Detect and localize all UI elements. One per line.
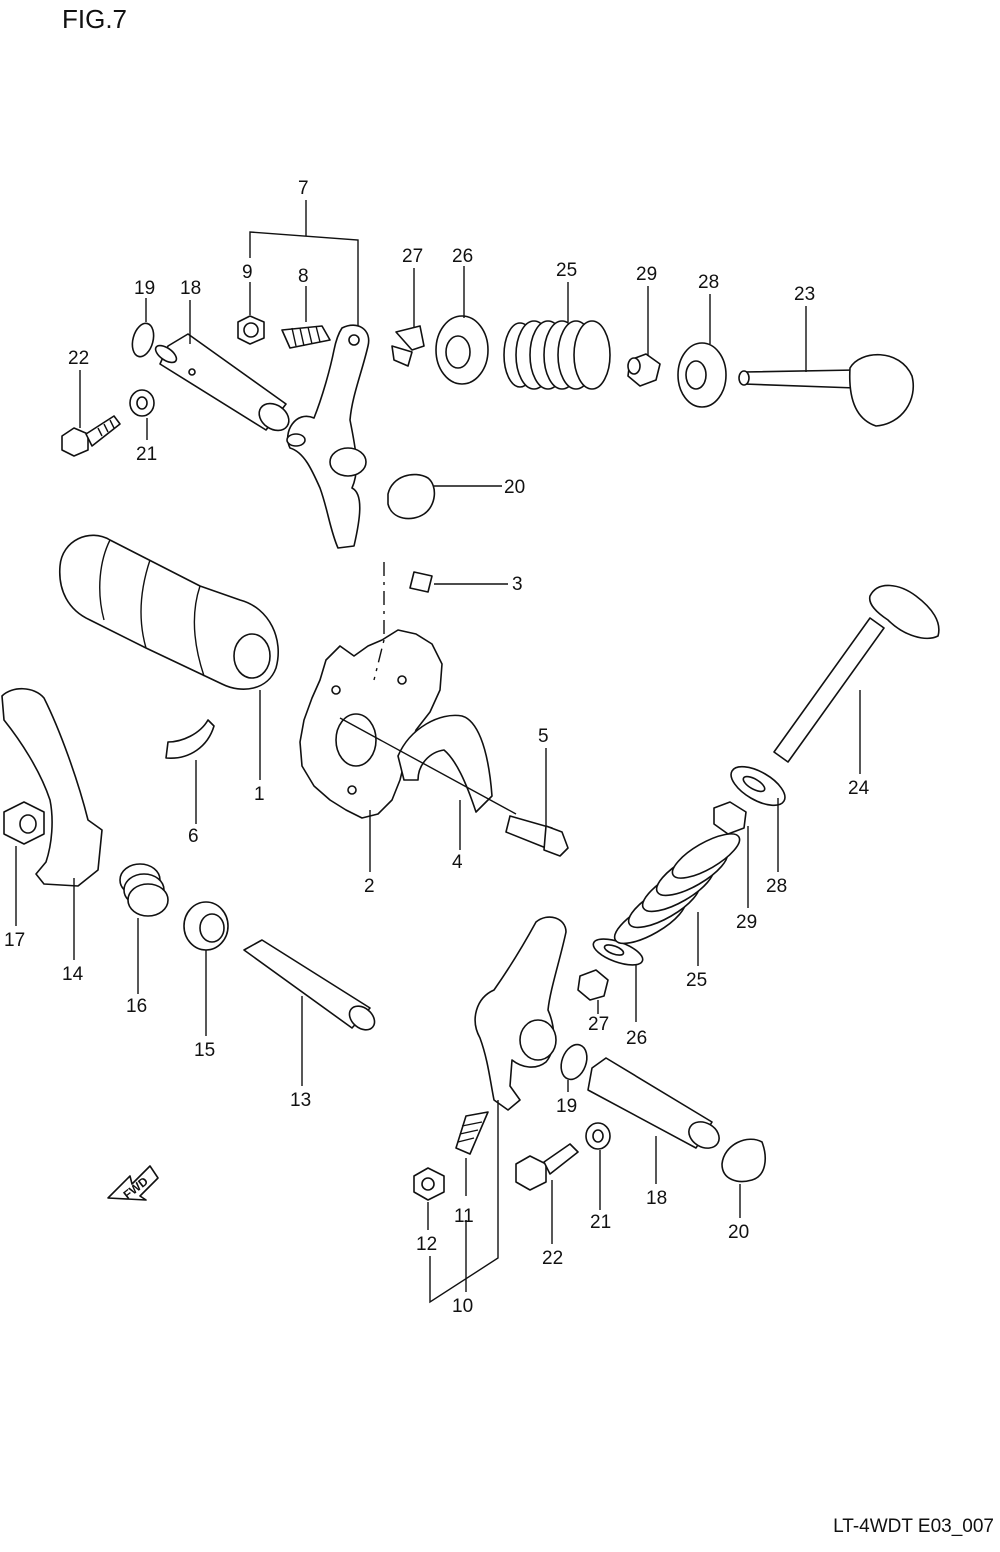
callout-25-top: 25 xyxy=(556,260,577,281)
callout-17: 17 xyxy=(4,930,25,951)
part-9-locknut xyxy=(237,315,265,345)
part-23-valve-upper xyxy=(738,353,915,427)
callout-13: 13 xyxy=(290,1090,311,1111)
part-19-o-ring-upper xyxy=(131,322,155,358)
part-21-washer-lower xyxy=(585,1122,611,1150)
callout-28-top: 28 xyxy=(698,272,719,293)
callout-28-bot: 28 xyxy=(766,876,787,897)
figure-title: FIG.7 xyxy=(62,4,128,34)
part-8-adjuster-screw xyxy=(281,325,331,349)
callout-10: 10 xyxy=(452,1296,473,1317)
part-16-spring xyxy=(119,863,169,917)
callout-22-bot: 22 xyxy=(542,1248,563,1269)
part-14-lever xyxy=(1,687,103,887)
part-29-stem-seal-upper xyxy=(627,353,661,387)
callout-bracket-7 xyxy=(249,200,359,340)
callout-11: 11 xyxy=(454,1206,474,1227)
callout-21-top: 21 xyxy=(136,444,157,465)
callout-6: 6 xyxy=(188,826,199,847)
part-19-o-ring-lower xyxy=(560,1043,588,1081)
part-20-gasket-upper xyxy=(387,473,436,520)
part-26-retainer-upper xyxy=(435,315,489,385)
callout-9: 9 xyxy=(242,262,253,283)
part-15-bearing xyxy=(183,901,229,951)
callout-2: 2 xyxy=(364,876,375,897)
callout-20-bot: 20 xyxy=(728,1222,749,1243)
part-22-bolt-lower xyxy=(515,1143,579,1191)
callout-5: 5 xyxy=(538,726,549,747)
callout-1: 1 xyxy=(254,784,265,805)
callout-19-bot: 19 xyxy=(556,1096,577,1117)
callout-7: 7 xyxy=(298,178,309,199)
part-29-stem-seal-lower xyxy=(713,801,747,835)
diagram-code: LT-4WDT E03_007 xyxy=(833,1516,994,1537)
callout-25-bot: 25 xyxy=(686,970,707,991)
part-12-nut xyxy=(413,1167,445,1201)
part-25-valve-spring-lower xyxy=(613,833,741,945)
part-3-pin xyxy=(409,571,433,593)
part-13-shaft xyxy=(243,939,376,1031)
callout-24: 24 xyxy=(848,778,870,799)
part-17-nut xyxy=(3,801,45,845)
part-24-valve-lower xyxy=(773,584,940,763)
part-6-clip xyxy=(165,719,215,759)
part-28-spring-seat-upper xyxy=(677,342,727,408)
callout-19-top: 19 xyxy=(134,278,155,299)
part-11-adjuster-screw xyxy=(455,1111,489,1155)
part-18-rocker-shaft-lower xyxy=(587,1057,720,1149)
callout-27-bot: 27 xyxy=(588,1014,609,1035)
part-5-bolt xyxy=(505,815,569,857)
part-2-cam-sprocket xyxy=(299,629,443,819)
part-22-bolt-upper xyxy=(61,415,121,457)
callout-16: 16 xyxy=(126,996,147,1017)
part-20-gasket-lower xyxy=(721,1138,766,1183)
callout-21-bot: 21 xyxy=(590,1212,611,1233)
part-27-cotter-upper xyxy=(391,325,425,367)
part-27-cotter-lower xyxy=(577,969,609,1001)
callout-26-top: 26 xyxy=(452,246,473,267)
part-1-camshaft xyxy=(58,534,280,690)
callout-29-bot: 29 xyxy=(736,912,757,933)
callout-27-top: 27 xyxy=(402,246,423,267)
callout-29-top: 29 xyxy=(636,264,657,285)
callout-18-top: 18 xyxy=(180,278,201,299)
part-28-spring-seat-lower xyxy=(730,765,786,807)
callout-3: 3 xyxy=(512,574,523,595)
fwd-arrow-icon xyxy=(107,1165,159,1201)
part-rocker-arm-lower xyxy=(474,916,567,1111)
part-rocker-arm-upper xyxy=(286,324,370,549)
callout-4: 4 xyxy=(452,852,463,873)
callout-14: 14 xyxy=(62,964,84,985)
callout-15: 15 xyxy=(194,1040,215,1061)
callout-18-bot: 18 xyxy=(646,1188,667,1209)
callout-23: 23 xyxy=(794,284,815,305)
part-25-valve-spring-upper xyxy=(503,320,611,390)
callout-20-top: 20 xyxy=(504,477,525,498)
callout-26-bot: 26 xyxy=(626,1028,647,1049)
part-21-washer-upper xyxy=(129,389,155,417)
callout-12: 12 xyxy=(416,1234,437,1255)
callout-8: 8 xyxy=(298,266,309,287)
part-18-rocker-shaft-upper xyxy=(154,333,290,432)
callout-22-top: 22 xyxy=(68,348,89,369)
